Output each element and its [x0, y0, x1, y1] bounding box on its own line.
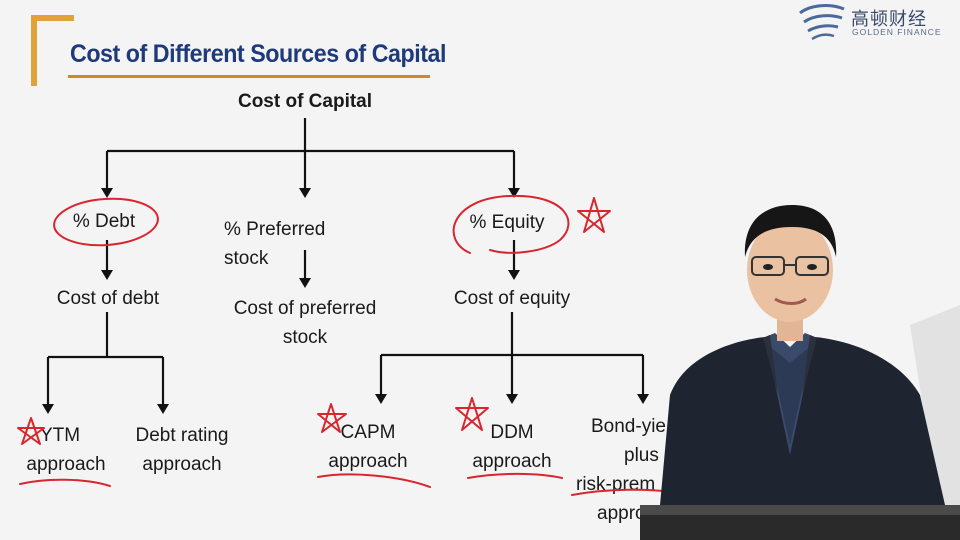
star-ytm-icon: [17, 417, 45, 445]
node-cost-of-preferred-line1: Cost of preferred: [233, 298, 377, 319]
leaf-capm-line2: approach: [328, 451, 408, 472]
leaf-debt-rating-line1: Debt rating: [135, 425, 229, 446]
node-cost-of-equity: Cost of equity: [453, 288, 571, 309]
title-underline: [68, 75, 430, 78]
leaf-ytm-line1: YTM: [39, 425, 81, 446]
logo-text-en: GOLDEN FINANCE: [852, 27, 942, 37]
node-percent-debt: % Debt: [72, 211, 136, 232]
circle-equity-annotation: [452, 194, 570, 254]
title-bracket: [31, 15, 74, 86]
node-cost-of-capital: Cost of Capital: [237, 91, 373, 112]
node-percent-preferred-line1: % Preferred: [224, 219, 326, 240]
leaf-capm-line1: CAPM: [340, 422, 396, 443]
leaf-bond-yield-line4: appro: [597, 503, 646, 524]
star-capm-icon: [317, 403, 347, 433]
slide-title: Cost of Different Sources of Capital: [70, 40, 446, 68]
leaf-ddm-line1: DDM: [490, 422, 534, 443]
star-ddm-icon: [455, 397, 489, 431]
leaf-ddm-line2: approach: [472, 451, 552, 472]
node-cost-of-preferred-line2: stock: [282, 327, 328, 348]
node-percent-preferred-line2: stock: [224, 248, 269, 269]
node-percent-equity: % Equity: [469, 212, 545, 233]
underline-capm: [317, 473, 431, 488]
circle-debt-annotation: [53, 197, 159, 247]
underline-ytm: [19, 478, 111, 487]
leaf-debt-rating-line2: approach: [142, 454, 222, 475]
logo-wing-icon: [799, 4, 845, 41]
star-equity-icon: [577, 197, 611, 233]
node-cost-of-debt: Cost of debt: [56, 288, 160, 309]
leaf-bond-yield-line1: Bond-yie: [591, 416, 666, 437]
golden-finance-logo: 高顿财经 GOLDEN FINANCE: [796, 2, 956, 42]
presenter-video: [640, 205, 960, 540]
underline-ddm: [467, 472, 563, 479]
leaf-ytm-line2: approach: [26, 454, 106, 475]
logo-text-cn: 高顿财经: [851, 9, 927, 30]
leaf-bond-yield-line2: plus: [624, 445, 659, 466]
